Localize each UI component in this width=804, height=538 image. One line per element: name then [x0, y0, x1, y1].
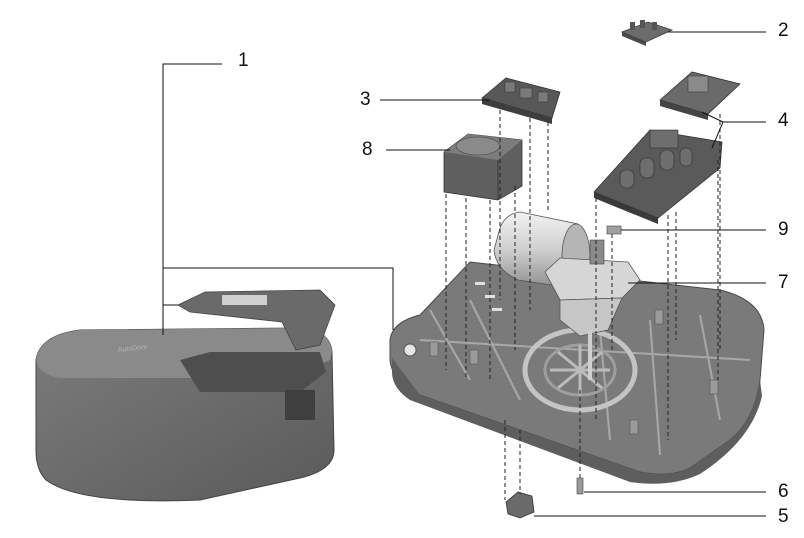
transformer — [443, 133, 523, 201]
screw — [576, 477, 584, 495]
leader-lines — [162, 31, 766, 517]
callout-5: 5 — [778, 506, 789, 527]
sensor-part — [606, 225, 622, 235]
callout-2: 2 — [778, 20, 789, 41]
relay-board — [481, 77, 561, 124]
svg-text:AutoDoor: AutoDoor — [117, 344, 148, 354]
callout-3: 3 — [360, 89, 371, 110]
callout-7: 7 — [778, 272, 789, 293]
foot-block — [505, 491, 535, 519]
callout-8: 8 — [362, 139, 373, 160]
connector-board — [620, 20, 674, 46]
callout-1: 1 — [238, 50, 249, 71]
housing-cover: AutoDoor — [35, 289, 336, 502]
assembly-lines — [445, 110, 721, 500]
callout-6: 6 — [778, 481, 789, 502]
callout-9: 9 — [778, 219, 789, 240]
base-plate — [389, 261, 765, 484]
control-boards — [593, 71, 741, 224]
callout-4: 4 — [778, 110, 789, 131]
